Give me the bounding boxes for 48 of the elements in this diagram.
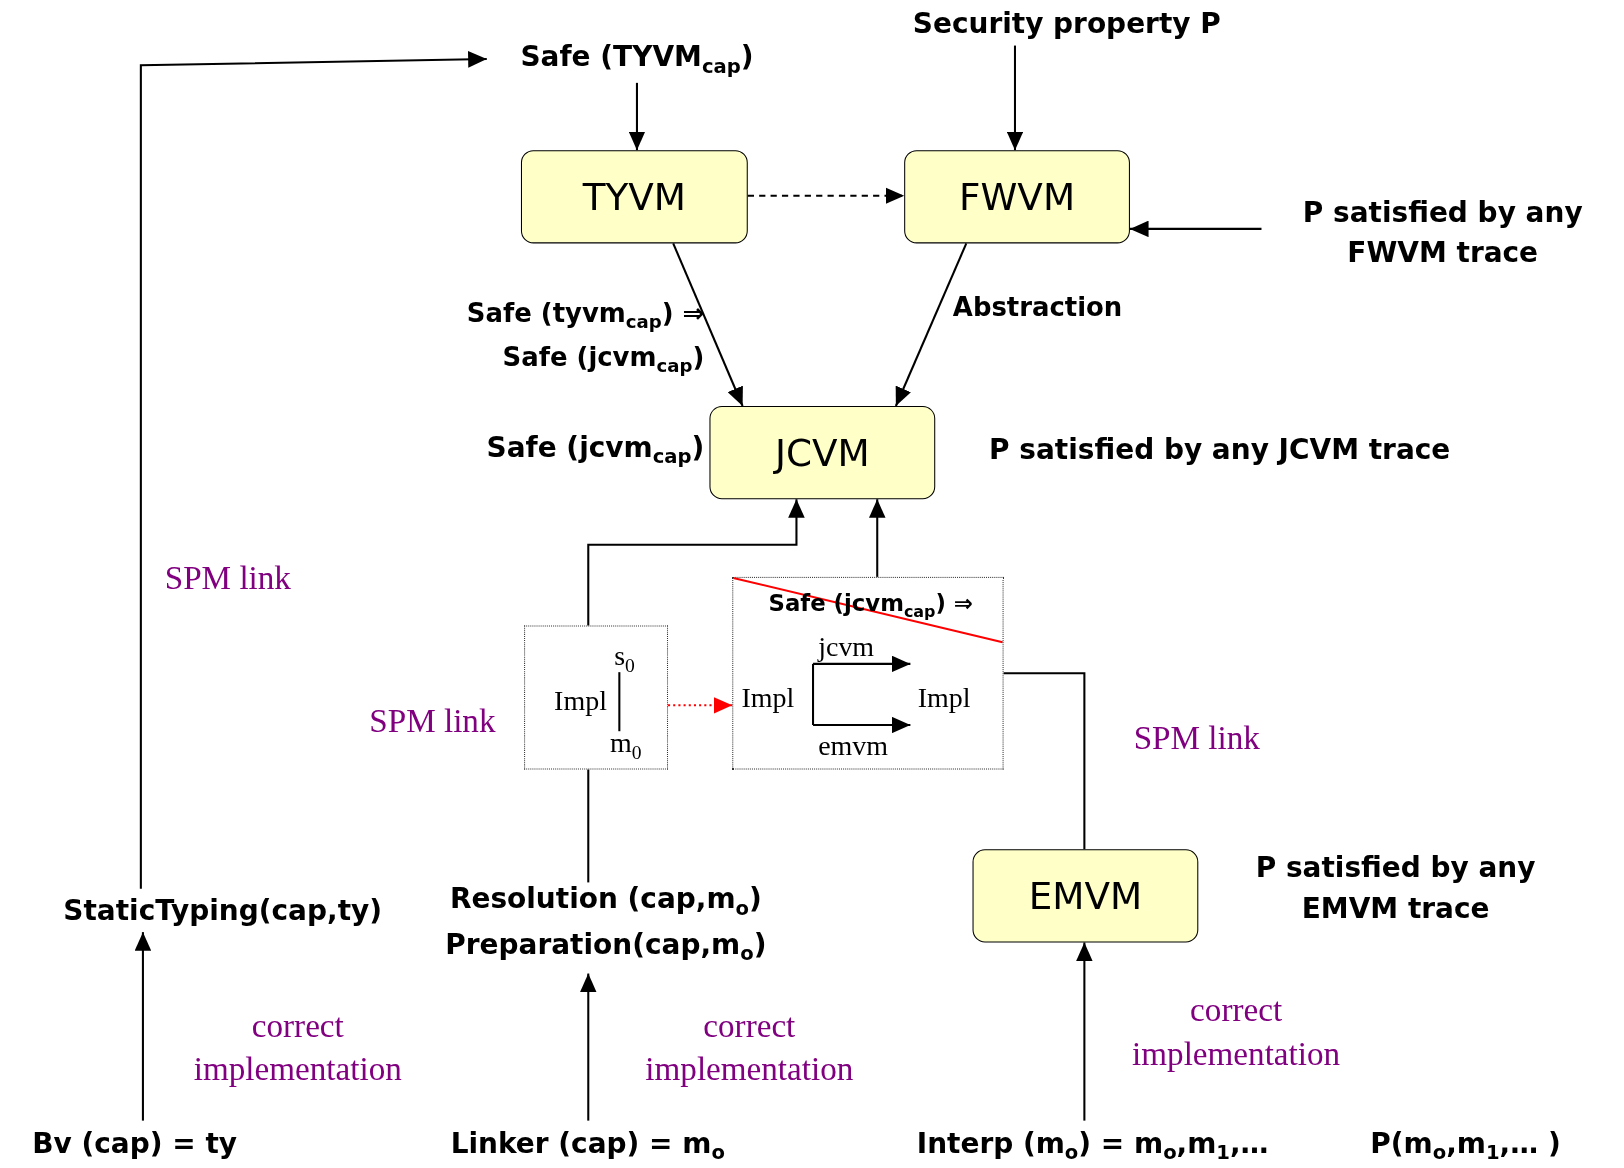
- statement-text: Resolution (cap,m$_{o}$): [448, 882, 763, 920]
- arrow: [1076, 942, 1093, 1121]
- arrow: [747, 187, 905, 205]
- statement-text: Safe (jcvm$_{cap}$): [485, 429, 705, 470]
- edge-label: Abstraction: [952, 292, 1124, 323]
- arrow: [672, 243, 744, 407]
- arrow: [894, 242, 968, 407]
- arrow: [134, 932, 152, 1121]
- statement-text: StaticTyping(cap,ty): [41, 888, 404, 933]
- statement-text: Safe (jcvm$_{cap}$) ⇒: [768, 590, 973, 621]
- formula-text: P(m$_{o}$,m$_{1}$,… ): [1369, 1125, 1562, 1166]
- impl-label: Impl: [917, 683, 971, 715]
- impl-label: Impl: [554, 686, 607, 718]
- transition-label: emvm: [818, 731, 889, 762]
- process-box: FWVM: [904, 150, 1130, 244]
- arrow: [1006, 45, 1024, 151]
- arrow: [1129, 220, 1262, 238]
- edge-label: correct implementation: [192, 1005, 403, 1090]
- statement-text: P satisfied by any JCVM trace: [989, 431, 1452, 468]
- formula-text: Bv (cap) = ty: [5, 1120, 265, 1167]
- statement-text: Safe (TYVM$_{cap}$): [486, 31, 788, 83]
- connector-line: [1003, 672, 1086, 850]
- edge-label: SPM link: [368, 701, 497, 742]
- statement-text: Preparation(cap,m$_{o}$): [444, 928, 768, 965]
- process-box: EMVM: [972, 849, 1199, 943]
- edge-label: SPM link: [1132, 717, 1261, 759]
- connector-line: [587, 769, 590, 883]
- transition-label: jcvm: [818, 631, 875, 663]
- arrow: [868, 499, 886, 577]
- arrow: [668, 697, 733, 714]
- arrow: [628, 82, 646, 151]
- edge-label: correct implementation: [644, 1005, 855, 1090]
- process-box: TYVM: [520, 150, 748, 244]
- arrow: [587, 499, 805, 626]
- statement-text: P satisfied by any FWVM trace: [1261, 191, 1624, 285]
- arrow: [139, 51, 487, 889]
- heading-text: Security property P: [875, 2, 1259, 46]
- edge-label: correct implementation: [1131, 990, 1342, 1074]
- edge-label: SPM link: [163, 558, 292, 599]
- state-label: s$_{0}$: [614, 641, 635, 677]
- edge-label: Safe (tyvm$_{cap}$) ⇒ Safe (jcvm$_{cap}$): [465, 297, 705, 378]
- formula-text: Linker (cap) = m$_{o}$: [409, 1120, 767, 1167]
- impl-label: Impl: [741, 683, 795, 715]
- process-box: JCVM: [709, 406, 936, 500]
- statement-text: P satisfied by any EMVM trace: [1254, 850, 1537, 926]
- arrow: [580, 973, 597, 1121]
- formula-text: Interp (m$_{o}$) = m$_{o}$,m$_{1}$,…: [880, 1120, 1305, 1167]
- state-label: m$_{0}$: [610, 728, 642, 764]
